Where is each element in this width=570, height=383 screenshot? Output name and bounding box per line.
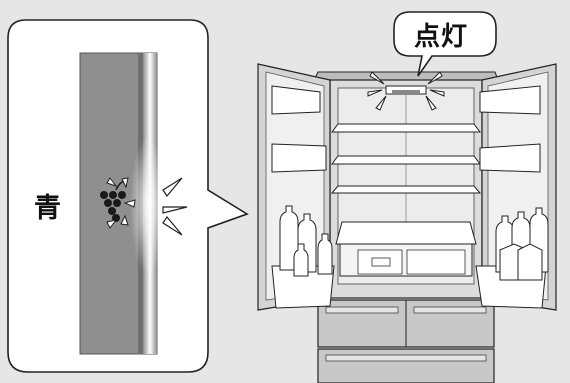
sparkle-icon	[162, 177, 188, 236]
sparkle-icon	[367, 71, 445, 111]
zoom-panel	[7, 19, 249, 373]
callout-label: 点灯	[414, 22, 469, 52]
callout-bubble	[393, 11, 497, 77]
sparkle-icon	[106, 177, 136, 229]
color-label: 青	[34, 193, 61, 224]
refrigerator	[257, 63, 557, 383]
